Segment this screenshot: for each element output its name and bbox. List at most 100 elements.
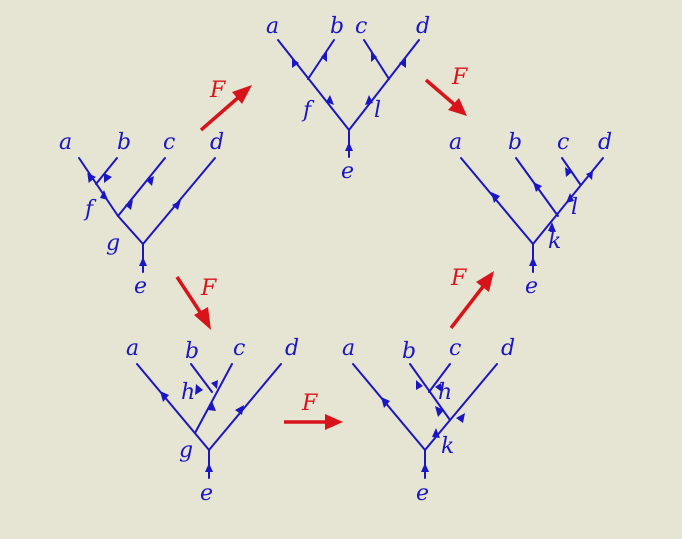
tree-bottom-left: a b c d h g e bbox=[126, 336, 299, 506]
leaf-label: c bbox=[355, 14, 367, 39]
arrow-shaft bbox=[199, 94, 242, 132]
leaf-label: b bbox=[402, 339, 416, 364]
node-label: h bbox=[438, 380, 452, 405]
edge bbox=[136, 363, 210, 451]
node-label: g bbox=[179, 438, 193, 463]
functor-arrow-left-to-bottomleft: F bbox=[175, 276, 217, 330]
arrowhead bbox=[435, 406, 444, 417]
arrow-head bbox=[476, 271, 494, 292]
edge bbox=[78, 157, 119, 217]
leaf-label: c bbox=[449, 336, 461, 361]
arrowhead bbox=[160, 391, 169, 402]
edge bbox=[277, 39, 350, 131]
edge bbox=[460, 157, 534, 245]
edge bbox=[142, 157, 216, 245]
arrowhead bbox=[195, 384, 203, 395]
arrowhead bbox=[87, 173, 96, 183]
arrow-head bbox=[232, 85, 252, 104]
tree-bottom-right: a b c d h k e bbox=[342, 336, 515, 506]
root-label: e bbox=[134, 274, 147, 299]
arrowhead bbox=[548, 222, 556, 232]
functor-arrow-top-to-right: F bbox=[424, 65, 468, 116]
arrowhead bbox=[208, 401, 216, 411]
arrowhead bbox=[586, 171, 593, 180]
edge bbox=[194, 363, 233, 434]
leaf-label: d bbox=[501, 336, 515, 361]
node-label: g bbox=[106, 231, 120, 256]
leaf-label: a bbox=[59, 130, 72, 155]
arrowhead bbox=[125, 200, 133, 210]
arrowhead bbox=[533, 182, 542, 192]
arrow-shaft bbox=[449, 282, 487, 330]
functor-label: F bbox=[209, 78, 226, 103]
node-label: f bbox=[301, 98, 315, 123]
arrowhead bbox=[321, 51, 327, 62]
functor-label: F bbox=[450, 266, 467, 291]
arrowhead bbox=[172, 200, 181, 210]
arrowhead bbox=[421, 463, 429, 472]
tree-left: a b c d f g e bbox=[59, 130, 224, 299]
functor-label: F bbox=[301, 391, 318, 416]
edge bbox=[363, 39, 390, 80]
edge bbox=[307, 39, 335, 80]
functor-arrow-left-to-top: F bbox=[199, 78, 252, 132]
arrowhead bbox=[565, 167, 572, 177]
leaf-label: d bbox=[210, 130, 224, 155]
edge bbox=[348, 39, 420, 131]
functor-arrow-bottomright-to-right: F bbox=[449, 266, 494, 330]
edge bbox=[95, 157, 118, 185]
leaf-label: a bbox=[266, 14, 279, 39]
edge bbox=[208, 363, 282, 451]
arrowhead bbox=[235, 405, 244, 415]
node-label: l bbox=[571, 195, 578, 220]
arrowhead bbox=[529, 257, 537, 266]
arrowhead bbox=[491, 192, 500, 203]
edge bbox=[561, 157, 581, 185]
leaf-label: c bbox=[163, 130, 175, 155]
leaf-label: c bbox=[557, 130, 569, 155]
arrowhead bbox=[139, 257, 147, 266]
functor-arrow-bottomleft-to-bottomright: F bbox=[284, 391, 343, 430]
edge bbox=[190, 363, 213, 393]
arrowhead bbox=[100, 190, 108, 200]
edge bbox=[352, 363, 426, 451]
functor-label: F bbox=[451, 65, 468, 90]
tree-right: a b c d l k e bbox=[449, 130, 612, 299]
arrowhead bbox=[456, 413, 465, 423]
arrowhead bbox=[326, 95, 334, 105]
arrowhead bbox=[345, 142, 353, 151]
leaf-label: d bbox=[598, 130, 612, 155]
arrowhead bbox=[432, 428, 440, 438]
root-label: e bbox=[525, 274, 538, 299]
node-label: f bbox=[83, 197, 97, 222]
leaf-label: b bbox=[117, 130, 131, 155]
edge bbox=[428, 363, 451, 393]
leaf-label: a bbox=[126, 336, 139, 361]
arrowhead bbox=[146, 176, 154, 186]
root-label: e bbox=[200, 481, 213, 506]
arrowhead bbox=[566, 193, 574, 203]
arrowhead bbox=[381, 397, 390, 408]
leaf-label: b bbox=[185, 339, 199, 364]
node-label: k bbox=[441, 434, 454, 459]
leaf-label: a bbox=[342, 336, 355, 361]
arrowhead bbox=[435, 383, 442, 392]
arrowhead bbox=[416, 380, 423, 390]
leaf-label: a bbox=[449, 130, 462, 155]
leaf-label: d bbox=[416, 14, 430, 39]
node-label: k bbox=[548, 229, 561, 254]
arrowhead bbox=[292, 58, 299, 68]
arrow-shaft bbox=[424, 78, 457, 107]
arrowhead bbox=[104, 173, 112, 183]
root-label: e bbox=[341, 159, 354, 184]
leaf-label: d bbox=[285, 336, 299, 361]
leaf-label: c bbox=[233, 336, 245, 361]
arrowhead bbox=[205, 463, 213, 472]
edge bbox=[117, 215, 144, 245]
arrow-head bbox=[194, 307, 211, 330]
tree-top: a b c d f l e bbox=[266, 14, 430, 184]
arrowhead bbox=[365, 95, 373, 105]
arrowhead bbox=[371, 51, 377, 62]
